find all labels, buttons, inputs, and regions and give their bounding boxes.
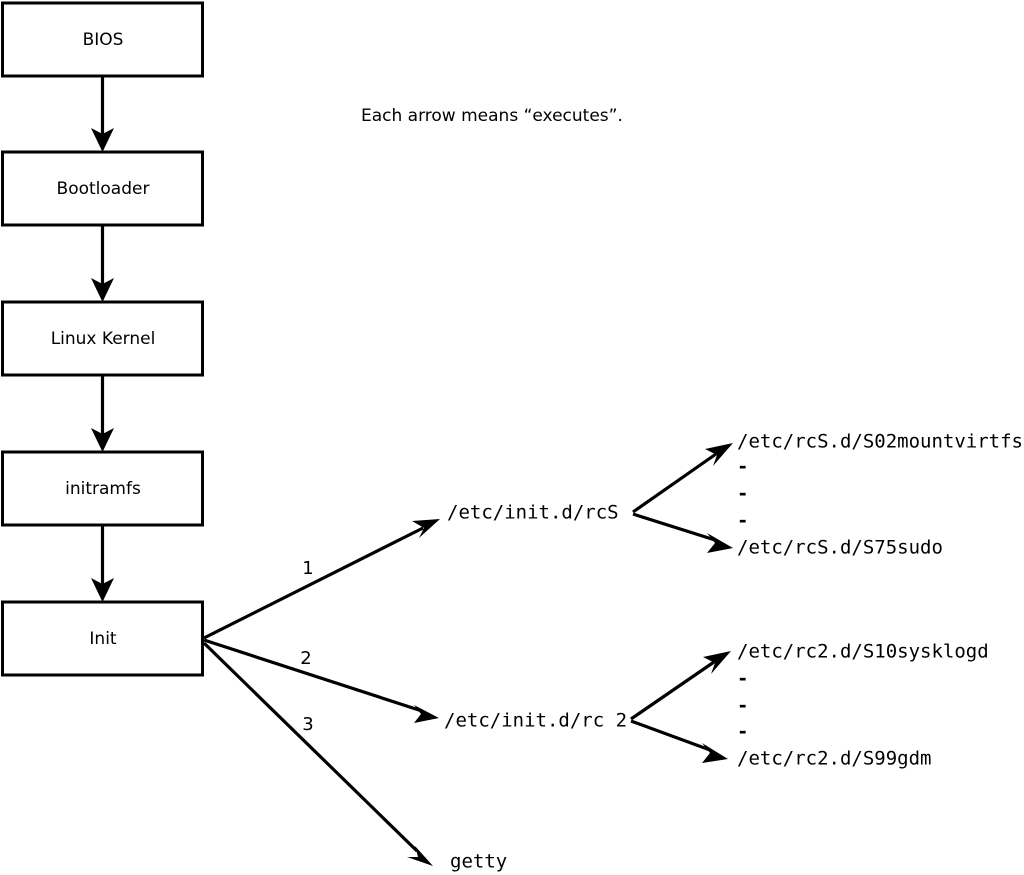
ellipsis-dash: - (737, 721, 748, 743)
node-bootloader[interactable]: Bootloader (1, 150, 204, 227)
arrow-initramfs-to-init (91, 525, 114, 602)
node-init[interactable]: Init (1, 600, 204, 677)
arrow-init-to-rcS (203, 519, 440, 640)
edge-label-1: 1 (302, 558, 313, 579)
arrowhead-icon (414, 705, 439, 723)
ellipsis-dash: - (737, 510, 748, 532)
diagram-caption: Each arrow means “executes”. (361, 106, 623, 126)
arrowhead-icon (91, 578, 114, 602)
arrowhead-icon (703, 651, 731, 674)
node-init-label: Init (89, 629, 117, 649)
arrowhead-icon (707, 533, 733, 553)
node-init-box (1, 600, 204, 677)
arrowhead-icon (91, 278, 114, 302)
arrow-rc2-to-S10sysklogd (630, 651, 731, 721)
ellipsis-dash: - (737, 456, 748, 478)
arrowhead-icon (705, 443, 733, 466)
arrowhead-icon (407, 846, 433, 866)
arrow-init-to-rc2 (203, 638, 439, 723)
arrow-rc2-to-S99gdm (630, 719, 728, 763)
arrow-bootloader-to-kernel (91, 225, 114, 302)
script-rc2-first[interactable]: /etc/rc2.d/S10sysklogd (737, 641, 989, 663)
node-initramfs-label: initramfs (65, 479, 141, 499)
node-initramfs-box (1, 450, 204, 527)
arrowhead-icon (91, 428, 114, 452)
ellipsis-dash: - (737, 668, 748, 690)
node-bios[interactable]: BIOS (1, 1, 204, 78)
node-linux-kernel-label: Linux Kernel (51, 329, 156, 349)
script-rcS-last[interactable]: /etc/rcS.d/S75sudo (737, 537, 943, 559)
arrow-init-to-getty (202, 641, 433, 866)
arrow-kernel-to-initramfs (91, 375, 114, 452)
arrow-rcS-to-S75sudo (632, 512, 733, 553)
ellipsis-dash: - (737, 695, 748, 717)
node-label-getty[interactable]: getty (450, 851, 507, 873)
node-label-rcS[interactable]: /etc/init.d/rcS (447, 502, 619, 524)
node-initramfs[interactable]: initramfs (1, 450, 204, 527)
arrowhead-icon (702, 743, 728, 763)
arrow-rcS-to-S02mountvirtfs (632, 443, 733, 514)
edge-label-2: 2 (300, 648, 311, 669)
script-rc2-last[interactable]: /etc/rc2.d/S99gdm (737, 748, 931, 770)
arrowhead-icon (412, 519, 440, 538)
node-bios-box (1, 1, 204, 78)
node-label-rc2[interactable]: /etc/init.d/rc 2 (444, 710, 627, 732)
arrow-bios-to-bootloader (91, 76, 114, 152)
ellipsis-dash: - (737, 483, 748, 505)
node-bootloader-label: Bootloader (57, 179, 150, 199)
script-rcS-first[interactable]: /etc/rcS.d/S02mountvirtfs (737, 431, 1023, 453)
node-linux-kernel[interactable]: Linux Kernel (1, 300, 204, 377)
edge-label-3: 3 (302, 714, 313, 735)
arrowhead-icon (91, 128, 114, 152)
node-bios-label: BIOS (83, 30, 124, 50)
node-bootloader-box (1, 150, 204, 227)
